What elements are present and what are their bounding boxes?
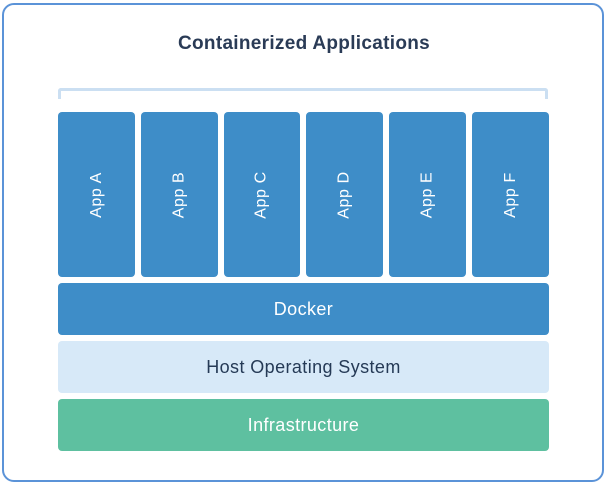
app-label: App E bbox=[418, 171, 436, 218]
app-label: App D bbox=[335, 170, 353, 219]
apps-group-bracket bbox=[58, 88, 548, 99]
app-box-f: App F bbox=[472, 112, 549, 277]
app-box-a: App A bbox=[58, 112, 135, 277]
layer-host-os-label: Host Operating System bbox=[206, 356, 401, 377]
layer-infrastructure-label: Infrastructure bbox=[247, 414, 360, 435]
app-label: App B bbox=[170, 171, 188, 218]
app-box-e: App E bbox=[389, 112, 467, 277]
app-label: App C bbox=[253, 170, 271, 219]
layer-infrastructure: Infrastructure bbox=[58, 399, 549, 451]
app-box-b: App B bbox=[140, 112, 218, 277]
diagram-title: Containerized Applications bbox=[177, 33, 430, 54]
app-label: App A bbox=[87, 171, 105, 218]
app-box-c: App C bbox=[223, 112, 301, 277]
app-label: App F bbox=[501, 171, 519, 218]
layer-docker-label: Docker bbox=[273, 298, 334, 319]
app-box-d: App D bbox=[306, 112, 384, 277]
apps-row: App A App B App C App D App E App F bbox=[58, 112, 549, 277]
layer-docker: Docker bbox=[58, 283, 549, 335]
layer-host-os: Host Operating System bbox=[58, 341, 549, 393]
